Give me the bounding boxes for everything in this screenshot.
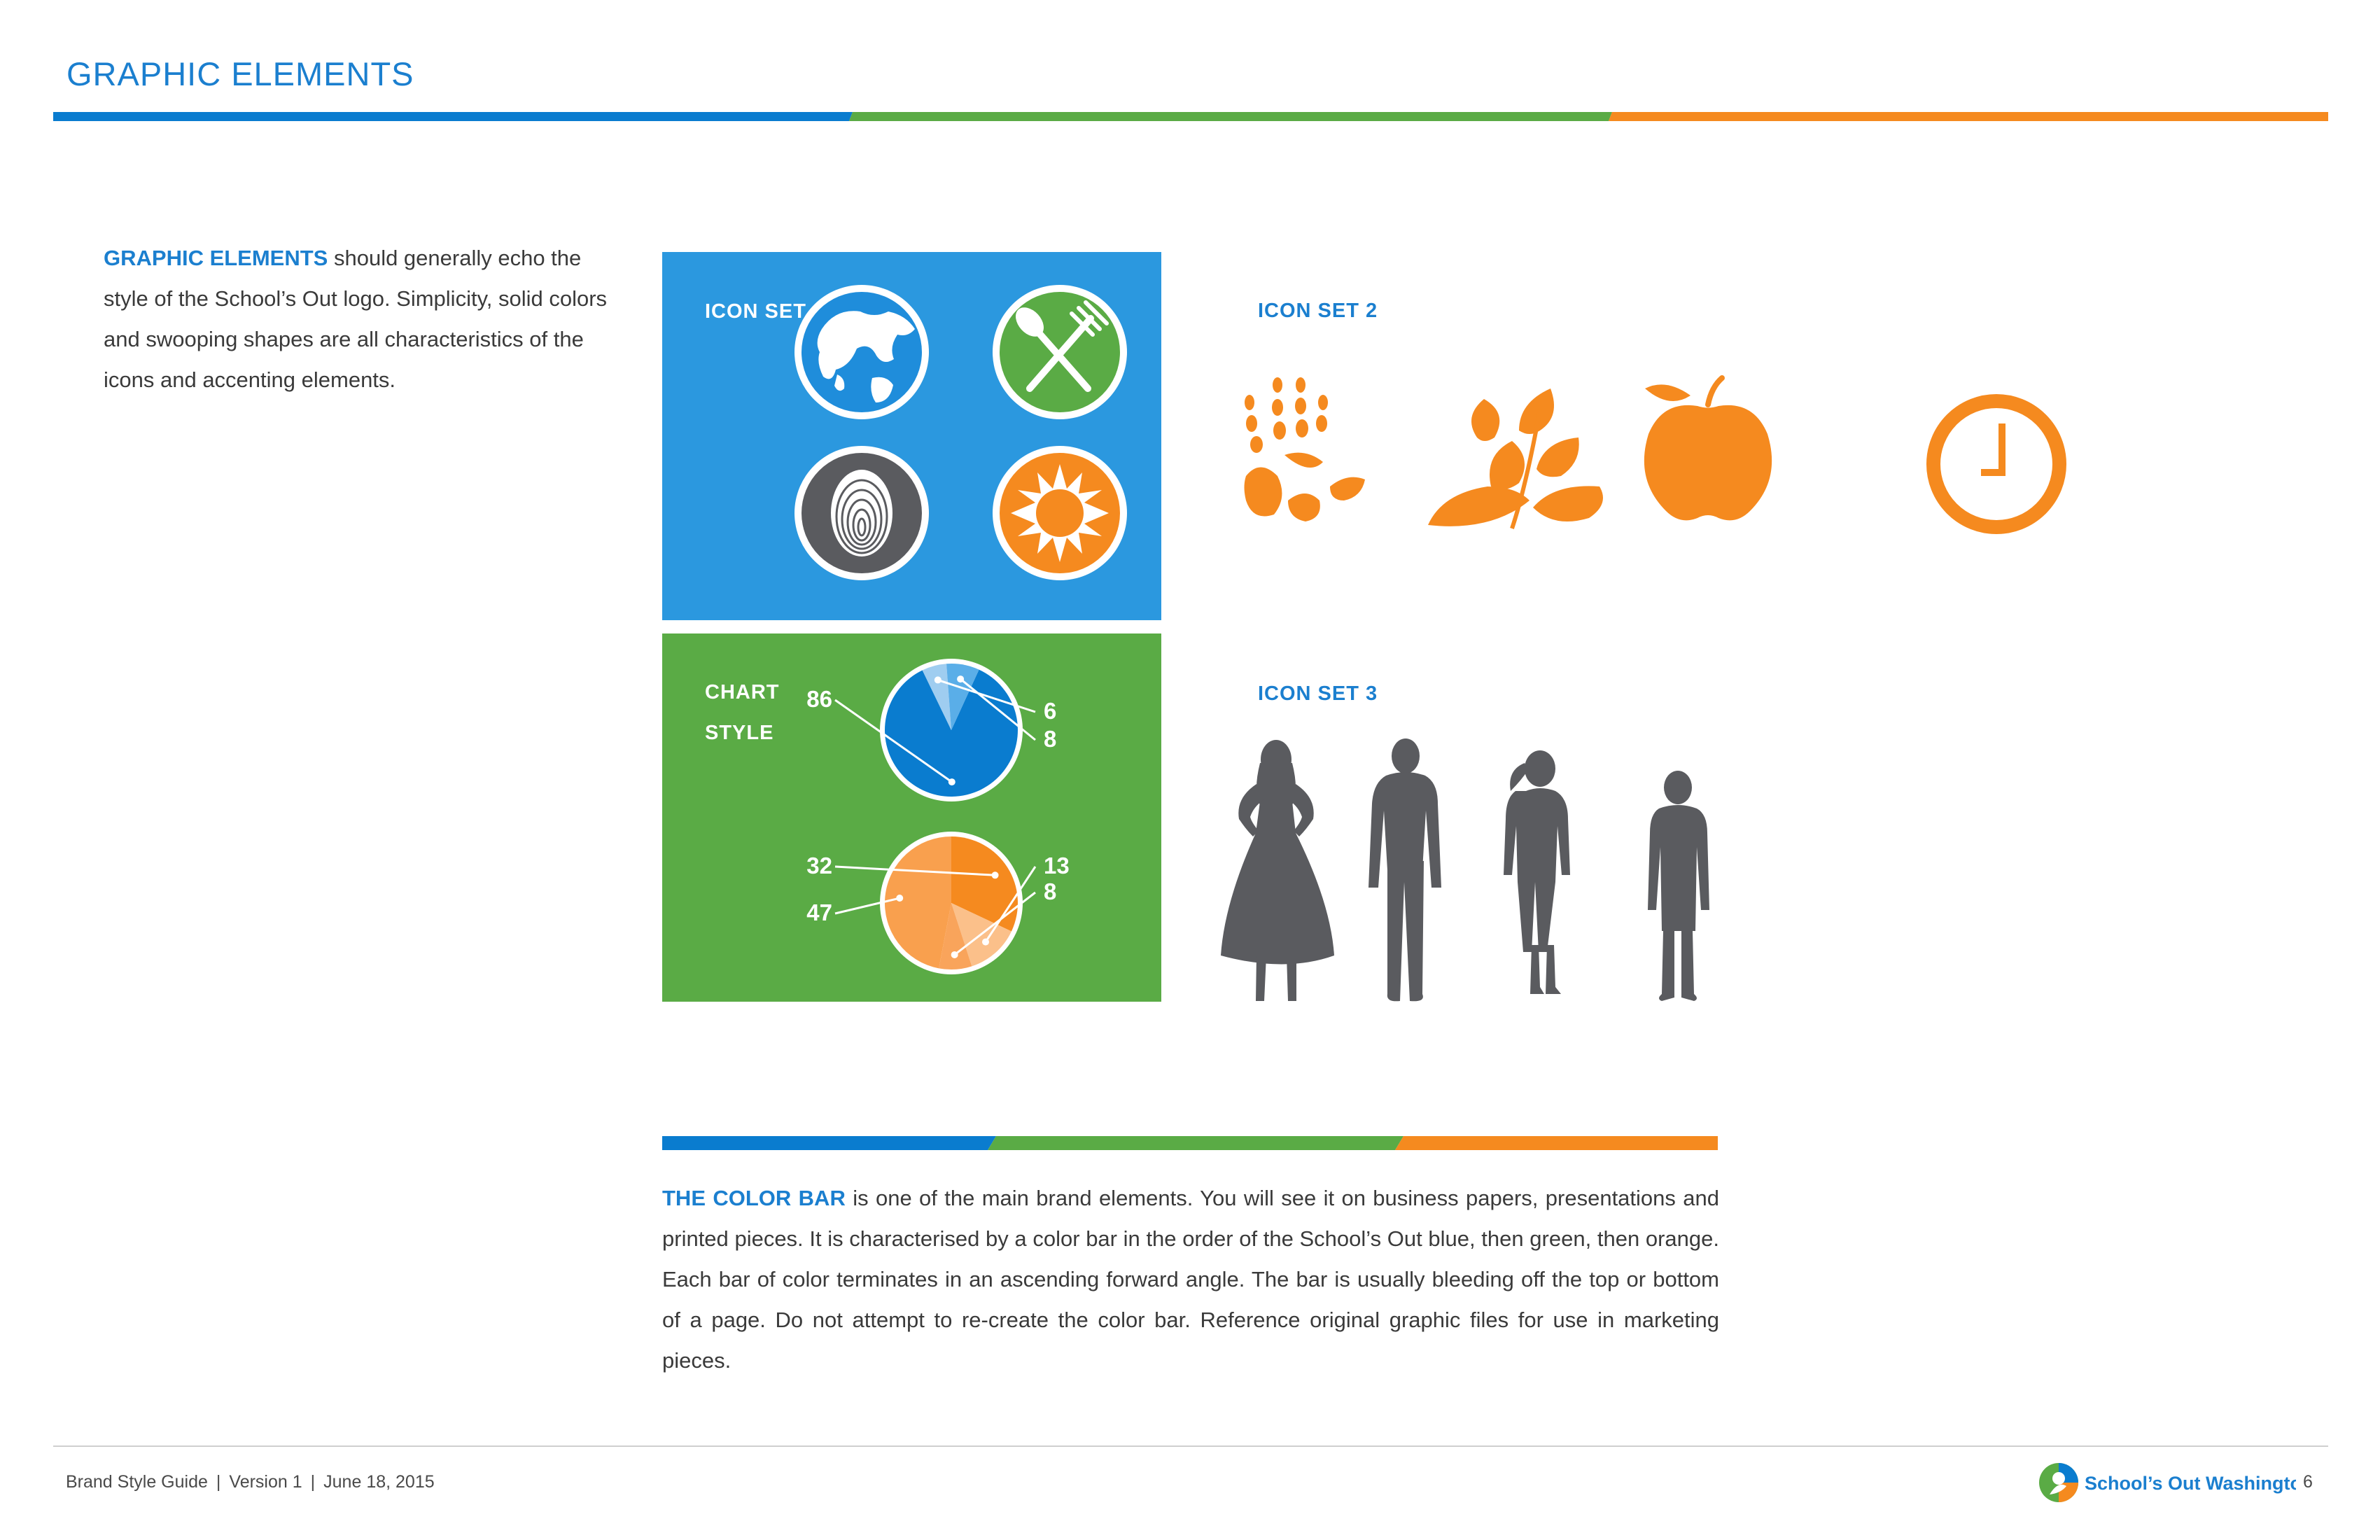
pie-label-leader: [984, 866, 1037, 943]
girl-silhouette-icon: [1221, 740, 1334, 1001]
pie-label-leader: [834, 699, 953, 783]
top-color-bar: [53, 112, 2328, 121]
man-silhouette-icon: [1368, 738, 1441, 1002]
pie-slice: [885, 669, 1018, 797]
icon-set-1-panel: ICON SET 1: [662, 252, 1161, 620]
color-bar-sample-graphic: [662, 1136, 1718, 1150]
color-bar-sample: [662, 1136, 1718, 1150]
icon-set-2-graphics: [1244, 375, 2066, 534]
page-number: 6: [2303, 1472, 2313, 1492]
leaves-icon: [1428, 388, 1603, 529]
chart-style-label-line2: STYLE: [705, 722, 774, 744]
pie-label-dot: [896, 895, 904, 902]
icon-set-1-graphics: [794, 285, 1127, 580]
pie-slice: [922, 664, 951, 730]
girl-ponytail-silhouette-icon: [1504, 750, 1570, 994]
chart-style-label-line1: CHART: [705, 681, 780, 704]
pie-data-label: 6: [1044, 698, 1056, 724]
boy-silhouette-icon: [1648, 771, 1709, 1001]
intro-lead: GRAPHIC ELEMENTS: [104, 246, 328, 270]
page-title: GRAPHIC ELEMENTS: [66, 55, 414, 92]
logo-text: School’s Out Washington: [2085, 1473, 2296, 1494]
icon-set-3-label: ICON SET 3: [1258, 682, 1378, 705]
footer-info: Brand Style Guide|Version 1|June 18, 201…: [66, 1472, 435, 1492]
icon-set-2-label: ICON SET 2: [1258, 300, 1378, 322]
pie-data-label: 8: [1044, 878, 1056, 904]
pie-data-label: 8: [1044, 726, 1056, 752]
fingerprint-icon: [794, 446, 929, 580]
color-bar-body: is one of the main brand elements. You w…: [662, 1186, 1719, 1373]
pie-data-label: 32: [806, 853, 832, 878]
globe-icon: [794, 285, 929, 419]
pie-label-leader: [937, 678, 1036, 713]
pie-data-label: 47: [806, 899, 832, 925]
top-color-bar-graphic: [53, 112, 2328, 121]
pie-data-label: 13: [1044, 853, 1070, 878]
clock-icon: [1926, 394, 2066, 534]
pie-data-label: 86: [806, 686, 832, 712]
pie-chart-1: 86 68: [806, 659, 1056, 802]
intro-body: should generally echo the style of the S…: [104, 246, 608, 392]
handprint-icon: [1244, 377, 1365, 522]
apple-icon: [1644, 375, 1772, 521]
pie-slice: [951, 836, 1018, 932]
color-bar-paragraph: THE COLOR BAR is one of the main brand e…: [662, 1178, 1719, 1381]
footer-date: June 18, 2015: [323, 1472, 435, 1492]
pie-slice: [946, 664, 979, 730]
icon-set-3-graphics: [1221, 738, 1709, 1002]
pie-label-leader: [834, 897, 900, 915]
intro-paragraph: GRAPHIC ELEMENTS should generally echo t…: [104, 238, 615, 400]
pie-label-leader: [953, 891, 1036, 956]
sun-icon: [993, 446, 1127, 580]
pie-label-leader: [960, 678, 1036, 741]
pie-chart-2: 32 138 47: [806, 832, 1070, 974]
logo-mark-icon: School’s Out Washington: [2039, 1463, 2313, 1502]
fork-spoon-icon: [993, 285, 1127, 419]
footer-divider: [53, 1446, 2328, 1447]
pie-slice: [939, 903, 972, 969]
schools-out-logo: School’s Out Washington: [2036, 1460, 2313, 1506]
pie-label-leader: [834, 865, 995, 876]
pie-slice: [884, 836, 951, 969]
footer-guide: Brand Style Guide: [66, 1472, 208, 1492]
color-bar-lead: THE COLOR BAR: [662, 1186, 846, 1210]
footer-version: Version 1: [229, 1472, 302, 1492]
